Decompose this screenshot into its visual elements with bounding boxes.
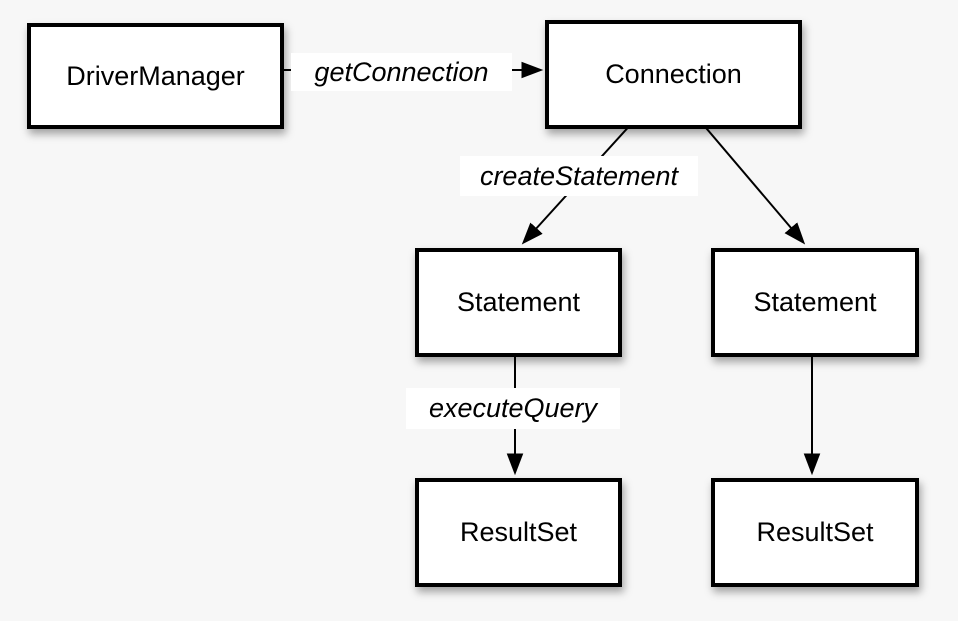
edge-label-executequery-text: executeQuery [428,393,598,423]
edge-label-executequery: executeQuery [406,388,620,429]
node-statement-right: Statement [711,248,919,357]
node-resultset-left-label: ResultSet [459,517,578,547]
edge-label-createstatement-text: createStatement [479,160,679,191]
node-connection-label: Connection [605,59,742,89]
node-resultset-left: ResultSet [415,478,622,587]
edge-connection-statement-right-arrow [700,121,806,245]
node-statement-left: Statement [415,248,622,357]
node-statement-right-label: Statement [753,287,877,317]
node-connection: Connection [545,20,802,129]
node-driver-manager-label: DriverManager [66,60,245,91]
node-driver-manager: DriverManager [27,23,284,129]
edge-label-createstatement: createStatement [460,156,698,196]
node-statement-left-label: Statement [456,287,581,317]
node-resultset-right-label: ResultSet [756,517,874,547]
edge-label-getconnection-text: getConnection [314,56,489,87]
edge-label-getconnection: getConnection [291,53,512,91]
node-resultset-right: ResultSet [711,478,919,587]
